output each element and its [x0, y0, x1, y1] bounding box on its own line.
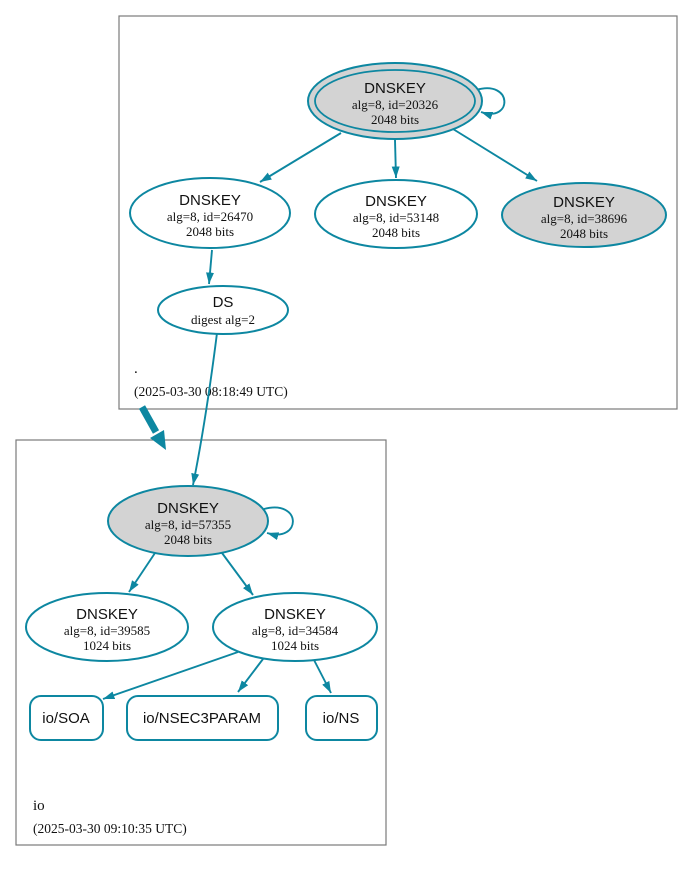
dnskey-20326-detail: alg=8, id=20326: [352, 97, 439, 112]
rrset-nsec3param-label: io/NSEC3PARAM: [143, 710, 261, 727]
rrset-node-nsec3param[interactable]: io/NSEC3PARAM: [126, 695, 279, 741]
dnskey-20326-ellipse-outer[interactable]: [307, 62, 483, 140]
dnskey-34584-bits: 1024 bits: [271, 638, 319, 653]
dnskey-39585-bits: 1024 bits: [83, 638, 131, 653]
dnskey-node-26470[interactable]: DNSKEY alg=8, id=26470 2048 bits: [129, 177, 291, 249]
dnskey-34584-detail: alg=8, id=34584: [252, 623, 339, 638]
edge-ksk20326-selfsign: [475, 87, 506, 120]
edge-ksk20326-to-ksk38696: [452, 128, 538, 182]
dnskey-53148-ellipse[interactable]: [314, 179, 478, 249]
ds-title: DS: [213, 294, 234, 311]
zone-cluster-root-border: [118, 15, 678, 410]
edge-ksk57355-selfsign: [263, 506, 294, 540]
zone-name-root: .: [134, 361, 138, 377]
zone-name-io: io: [33, 798, 45, 814]
edge-zsk34584-to-nsec3param: [237, 658, 264, 693]
edge-ksk20326-to-zsk26470: [259, 132, 342, 183]
rrset-ns-label: io/NS: [323, 710, 360, 727]
dnskey-20326-ellipse-inner: [314, 69, 476, 133]
dnskey-node-39585[interactable]: DNSKEY alg=8, id=39585 1024 bits: [25, 592, 189, 662]
edge-ksk57355-to-zsk34584: [221, 552, 254, 596]
edge-zsk34584-to-ns: [313, 659, 332, 694]
dnskey-34584-title: DNSKEY: [264, 606, 326, 623]
dnskey-57355-ellipse[interactable]: [107, 485, 269, 557]
rrset-node-ns[interactable]: io/NS: [305, 695, 378, 741]
dnskey-57355-bits: 2048 bits: [164, 532, 212, 547]
dnskey-53148-detail: alg=8, id=53148: [353, 210, 439, 225]
rrset-soa-box[interactable]: [29, 695, 104, 741]
dnskey-node-34584[interactable]: DNSKEY alg=8, id=34584 1024 bits: [212, 592, 378, 662]
edge-ksk57355-to-zsk39585: [128, 552, 156, 593]
rrset-node-soa[interactable]: io/SOA: [29, 695, 104, 741]
zone-timestamp-root: (2025-03-30 08:18:49 UTC): [134, 384, 288, 399]
ds-ellipse[interactable]: [157, 285, 289, 335]
rrset-soa-label: io/SOA: [42, 710, 90, 727]
edge-ksk20326-to-zsk53148: [391, 139, 400, 179]
rrset-nsec3param-box[interactable]: [126, 695, 279, 741]
dnskey-39585-ellipse[interactable]: [25, 592, 189, 662]
dnskey-57355-detail: alg=8, id=57355: [145, 517, 231, 532]
dnskey-38696-ellipse[interactable]: [501, 182, 667, 248]
edges-root: [138, 87, 538, 486]
dnskey-38696-detail: alg=8, id=38696: [541, 211, 628, 226]
dnskey-20326-bits: 2048 bits: [371, 112, 419, 127]
dnskey-38696-bits: 2048 bits: [560, 226, 608, 241]
dnskey-20326-title: DNSKEY: [364, 80, 426, 97]
edge-delegation-root-to-io: [138, 405, 160, 434]
edge-ds-to-io-ksk57355: [191, 332, 218, 486]
edges-io: [102, 506, 332, 700]
ds-node[interactable]: DS digest alg=2: [157, 285, 289, 335]
dnskey-53148-title: DNSKEY: [365, 193, 427, 210]
dnskey-57355-title: DNSKEY: [157, 500, 219, 517]
edge-delegation-arrowhead: [150, 430, 166, 450]
dnskey-26470-detail: alg=8, id=26470: [167, 209, 253, 224]
dnskey-39585-title: DNSKEY: [76, 606, 138, 623]
dnskey-26470-ellipse[interactable]: [129, 177, 291, 249]
dnskey-node-57355[interactable]: DNSKEY alg=8, id=57355 2048 bits: [107, 485, 269, 557]
dnskey-34584-ellipse[interactable]: [212, 592, 378, 662]
dnskey-26470-bits: 2048 bits: [186, 224, 234, 239]
ds-detail: digest alg=2: [191, 312, 255, 327]
edge-zsk34584-to-soa: [102, 651, 239, 700]
dnskey-node-53148[interactable]: DNSKEY alg=8, id=53148 2048 bits: [314, 179, 478, 249]
dnskey-node-38696[interactable]: DNSKEY alg=8, id=38696 2048 bits: [501, 182, 667, 248]
zone-cluster-root: . (2025-03-30 08:18:49 UTC): [118, 15, 678, 410]
rrset-ns-box[interactable]: [305, 695, 378, 741]
dnskey-53148-bits: 2048 bits: [372, 225, 420, 240]
edge-zsk26470-to-ds: [206, 249, 214, 285]
zone-timestamp-io: (2025-03-30 09:10:35 UTC): [33, 821, 187, 836]
dnskey-39585-detail: alg=8, id=39585: [64, 623, 150, 638]
dnskey-node-20326[interactable]: DNSKEY alg=8, id=20326 2048 bits: [307, 62, 483, 140]
dnskey-38696-title: DNSKEY: [553, 194, 615, 211]
dnskey-26470-title: DNSKEY: [179, 192, 241, 209]
